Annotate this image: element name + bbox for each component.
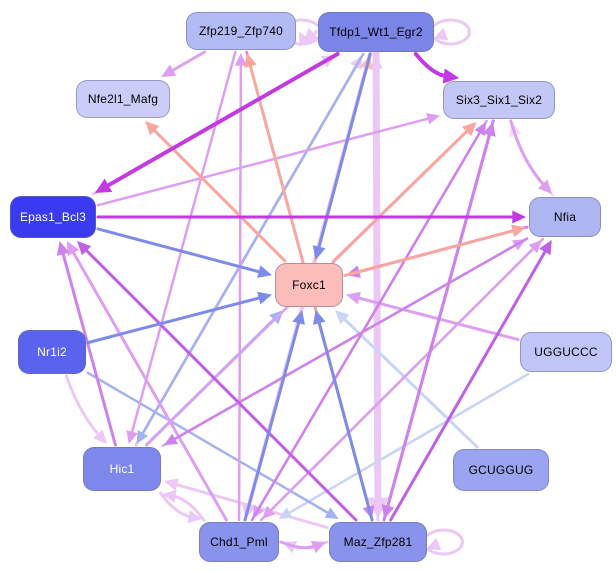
edge-arrowhead <box>56 241 70 256</box>
edge-arrowhead <box>442 68 460 84</box>
node-tfdp1[interactable]: Tfdp1_Wt1_Egr2 <box>318 12 434 52</box>
edge-maz-tfdp1 <box>374 63 380 522</box>
edge-tfdp1-six3 <box>413 52 450 79</box>
edge-uggucc-foxc1 <box>354 295 520 341</box>
node-nfia[interactable]: Nfia <box>529 197 601 237</box>
edge-gcuggug-foxc1 <box>340 315 479 449</box>
edge-chd1-foxc1 <box>243 318 301 522</box>
edge-arrowhead <box>312 310 326 325</box>
edge-arrowhead <box>310 541 326 554</box>
node-chd1[interactable]: Chd1_Pml <box>199 522 279 562</box>
edge-arrowhead <box>537 179 553 194</box>
edge-arrowhead <box>145 121 160 136</box>
self-loop-edge <box>426 528 464 556</box>
edge-arrowhead <box>539 240 552 256</box>
edge-maz-nfia <box>389 247 549 522</box>
edge-maz-epas1 <box>82 246 358 522</box>
edge-nfia-hic1 <box>171 237 529 442</box>
edge-tfdp1-foxc1 <box>316 52 372 252</box>
edge-arrowhead <box>483 122 496 137</box>
edge-arrowhead <box>257 265 272 278</box>
edge-chd1-nfia <box>259 245 537 522</box>
edge-foxc1-nfia <box>343 228 518 277</box>
edge-arrowhead <box>369 55 383 69</box>
edge-maz-foxc1 <box>316 318 374 522</box>
edge-tfdp1-epas1 <box>103 52 340 190</box>
edge-arrowhead <box>511 224 526 238</box>
node-maz[interactable]: Maz_Zfp281 <box>329 522 427 562</box>
node-nfe2l1[interactable]: Nfe2l1_Mafg <box>76 80 170 118</box>
node-nr1i2[interactable]: Nr1i2 <box>18 330 86 374</box>
edge-arrowhead <box>303 27 319 41</box>
edge-arrowhead <box>324 507 339 519</box>
edge-foxc1-six3 <box>332 127 471 263</box>
edge-six3-nfia <box>509 119 547 188</box>
edge-arrowhead <box>334 310 350 325</box>
edge-epas1-six3 <box>96 116 432 207</box>
edge-arrowhead <box>126 430 138 444</box>
edge-arrowhead <box>164 478 179 491</box>
edge-arrowhead <box>234 53 247 66</box>
edge-chd1-epas1 <box>70 248 228 522</box>
edge-arrowhead <box>187 510 203 524</box>
edge-arrowhead <box>94 178 113 193</box>
node-hic1[interactable]: Hic1 <box>83 447 161 491</box>
edge-tfdp1-hic1 <box>140 52 365 437</box>
node-foxc1[interactable]: Foxc1 <box>275 263 343 307</box>
edge-epas1-foxc1 <box>96 227 264 275</box>
node-six3[interactable]: Six3_Six1_Six2 <box>443 81 555 119</box>
edge-arrowhead <box>512 210 526 224</box>
edge-arrowhead <box>136 429 149 444</box>
edge-arrowhead <box>257 291 272 305</box>
edge-arrowhead <box>474 122 487 137</box>
edge-arrowhead <box>66 241 80 257</box>
edge-arrowhead <box>161 64 177 77</box>
node-zfp219[interactable]: Zfp219_Zfp740 <box>186 12 296 50</box>
edge-arrowhead <box>426 112 440 125</box>
edge-maz-six3 <box>382 130 492 522</box>
edge-nr1i2-foxc1 <box>86 295 264 345</box>
edge-arrowhead <box>292 310 305 325</box>
edge-arrowhead <box>312 245 326 260</box>
node-gcuggug[interactable]: GCUGGUG <box>453 449 549 491</box>
edge-zfp219-nfe2l1 <box>168 50 207 74</box>
edge-hic1-epas1 <box>60 249 117 447</box>
edge-foxc1-nfe2l1 <box>150 126 287 263</box>
edge-chd1-zfp219 <box>237 61 243 522</box>
edge-arrowhead <box>462 122 477 137</box>
edge-zfp219-hic1 <box>130 50 237 437</box>
edge-arrowhead <box>244 53 257 68</box>
edge-arrowhead <box>162 489 177 503</box>
edge-arrowhead <box>299 31 312 47</box>
edge-arrowhead <box>93 429 108 444</box>
self-loop-edge <box>433 18 471 46</box>
edge-chd1-maz <box>279 540 318 550</box>
edge-arrowhead <box>164 433 179 446</box>
edge-arrowhead <box>77 241 92 256</box>
node-uggucc[interactable]: UGGUCCC <box>520 332 612 372</box>
edge-arrowhead <box>528 240 542 254</box>
edge-arrowhead <box>278 507 293 519</box>
edge-arrowhead <box>426 537 442 551</box>
node-epas1[interactable]: Epas1_Bcl3 <box>10 196 96 238</box>
edge-arrowhead <box>433 27 449 41</box>
edge-arrowhead <box>346 291 361 305</box>
edge-nr1i2-hic1 <box>64 374 102 438</box>
